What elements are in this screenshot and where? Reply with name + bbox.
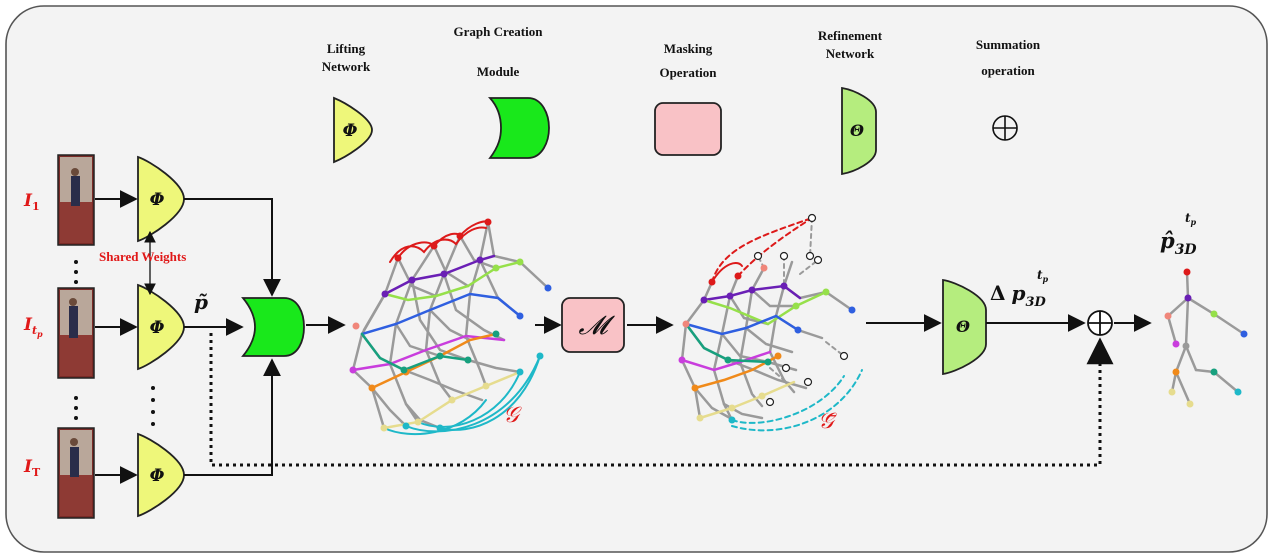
legend-refinement-line1: Refinement — [818, 28, 883, 43]
legend-masking-operation-shape — [654, 102, 722, 156]
graph-g-bar — [678, 213, 863, 432]
input-label-IT: IT — [23, 457, 41, 479]
p-hat-superscript: tp — [1185, 211, 1197, 227]
frame-ellipsis — [74, 260, 78, 420]
lifting-network-T: Φ — [137, 432, 185, 518]
legend-phi-symbol: Φ — [343, 121, 358, 141]
input-frame-T — [57, 427, 95, 519]
legend-refinement-network-shape — [841, 86, 877, 176]
legend: Lifting Network Φ Graph Creation Module … — [322, 24, 1041, 176]
graph-g — [349, 218, 552, 436]
output-3d-pose — [1164, 268, 1248, 408]
graph-g-bar-label: 𝒢̄ — [818, 409, 837, 434]
legend-refinement-line2: Network — [826, 46, 875, 61]
legend-graph-line2: Module — [477, 64, 520, 79]
summation-node — [1087, 310, 1113, 336]
graph-g-label: 𝒢 — [503, 403, 522, 428]
p-hat-label: p̂3D — [1160, 228, 1197, 258]
legend-lifting-line1: Lifting — [327, 41, 366, 56]
input-frame-1 — [57, 154, 95, 246]
legend-graph-creation-module-shape — [487, 97, 550, 159]
outer-frame — [5, 5, 1268, 553]
lifting-to-graph-connectors — [184, 198, 281, 476]
svg-text:Φ: Φ — [150, 466, 165, 486]
svg-text:Φ: Φ — [150, 190, 165, 210]
legend-masking-line2: Operation — [659, 65, 717, 80]
lifting-ellipsis — [151, 386, 155, 426]
input-label-I1: I1 — [23, 191, 40, 213]
input-frame-tp — [57, 287, 95, 379]
shared-weights-label: Shared Weights — [99, 249, 186, 264]
graph-creation-module — [241, 297, 305, 357]
refinement-network: Θ — [942, 278, 987, 376]
input-frames — [57, 154, 95, 519]
legend-lifting-line2: Network — [322, 59, 371, 74]
legend-summation-line2: operation — [981, 63, 1035, 78]
legend-masking-line1: Masking — [664, 41, 713, 56]
legend-summation-icon — [992, 115, 1018, 141]
svg-text:Θ: Θ — [956, 317, 970, 336]
skip-connection-dotted — [209, 333, 1114, 467]
legend-theta-symbol: Θ — [850, 121, 864, 140]
legend-graph-line1: Graph Creation — [454, 24, 544, 39]
p-tilde-label: p̃ — [194, 290, 208, 314]
input-arrows — [95, 190, 138, 484]
svg-text:Φ: Φ — [150, 318, 165, 338]
legend-lifting-network-shape — [333, 96, 373, 164]
legend-summation-line1: Summation — [976, 37, 1041, 52]
delta-p-superscript: tp — [1037, 268, 1049, 284]
input-label-Itp: Itp — [23, 315, 43, 339]
masking-operation: 𝓜 — [561, 297, 625, 353]
